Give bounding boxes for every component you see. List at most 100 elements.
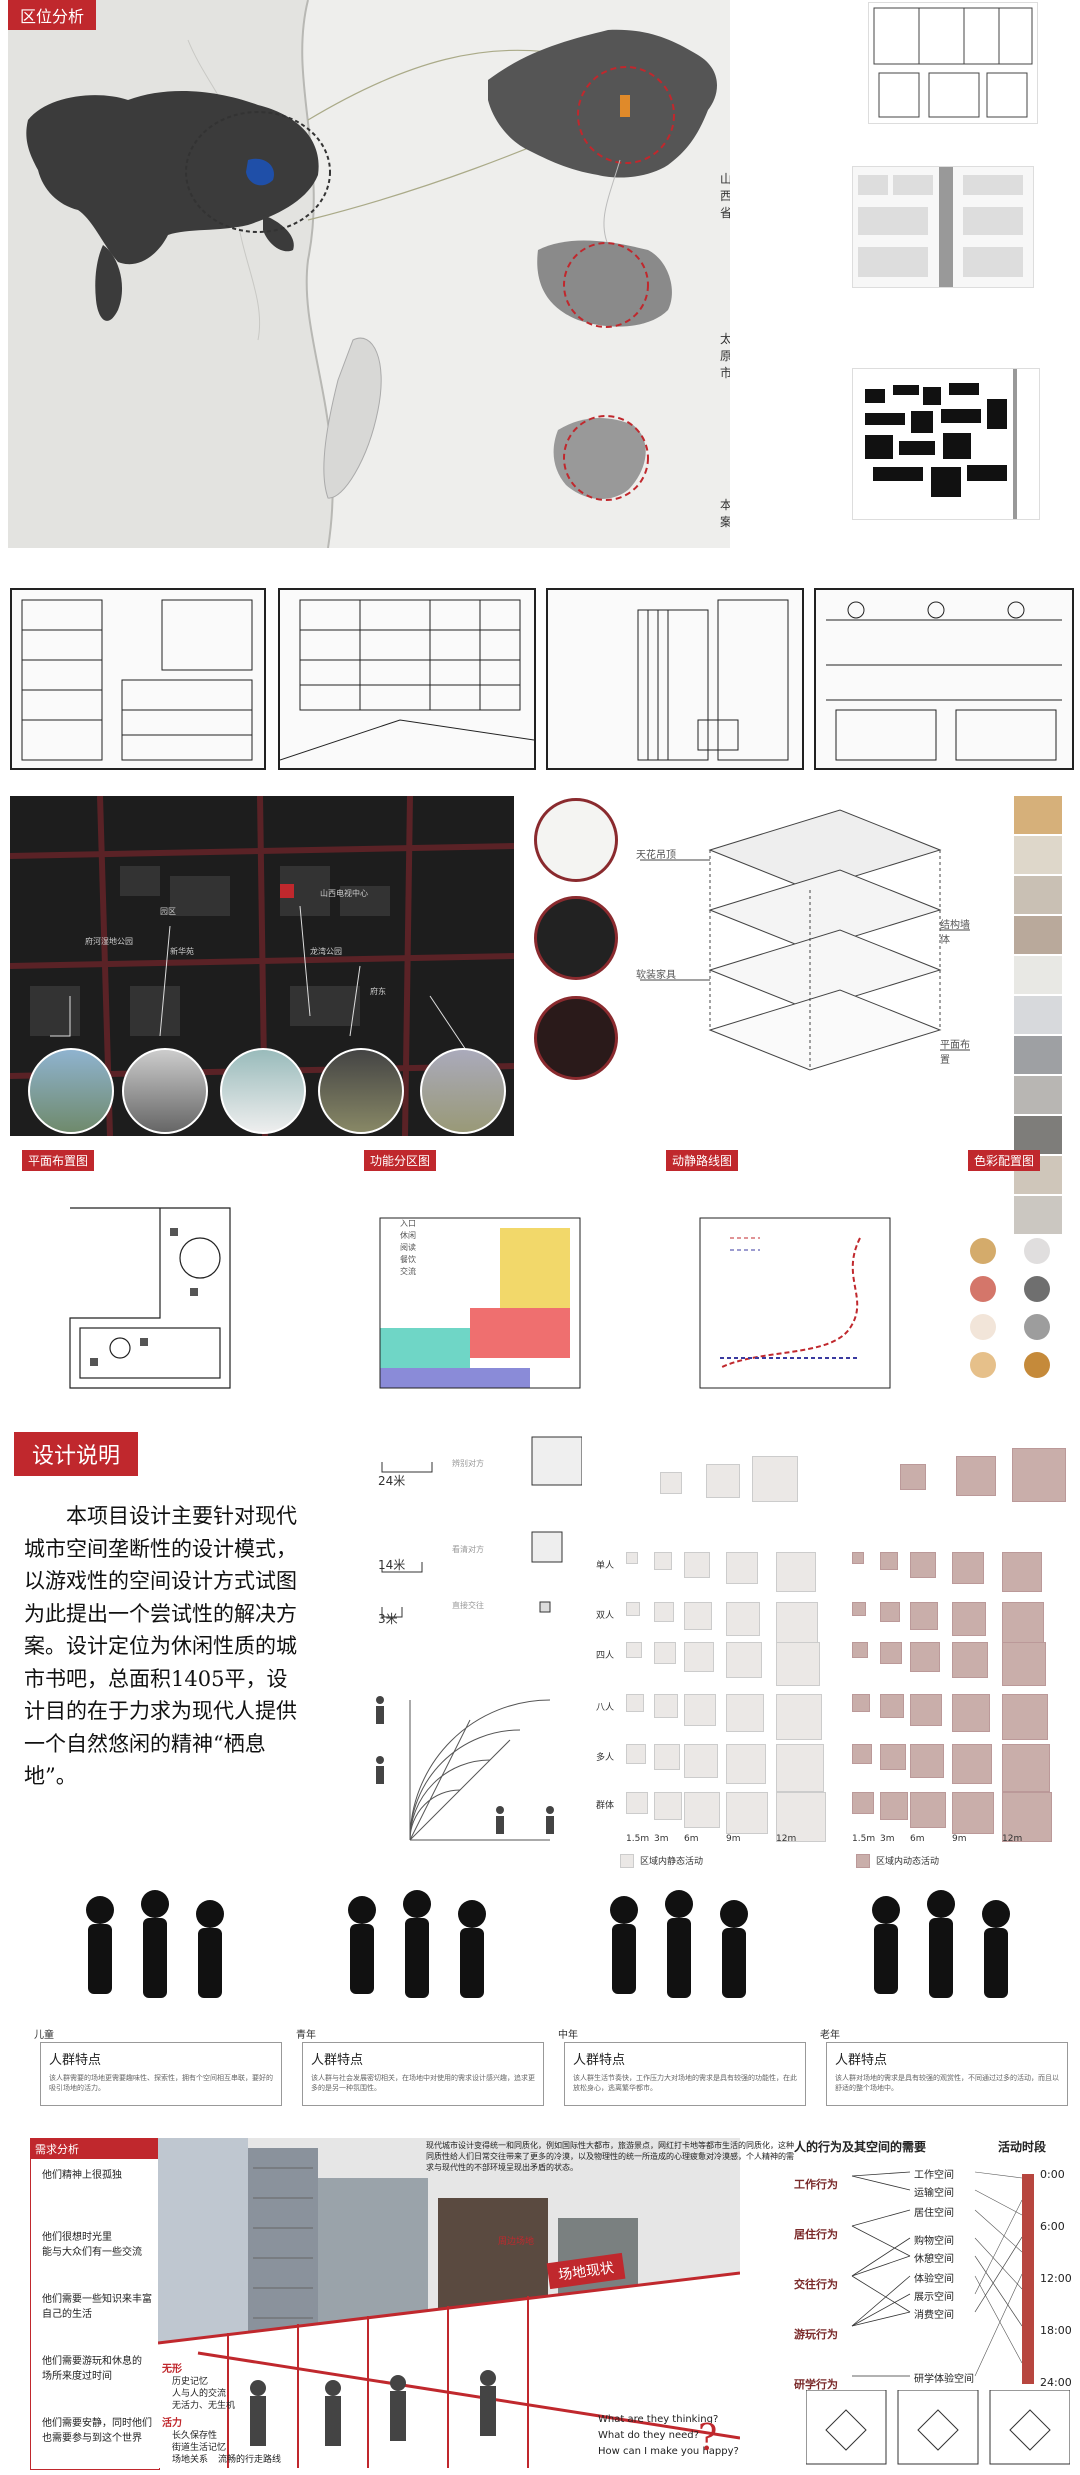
crowd-name: 青年 xyxy=(296,2030,316,2041)
behavior-label: 工作行为 xyxy=(794,2178,838,2191)
space-label: 研学体验空间 xyxy=(914,2374,974,2385)
crowd-card-desc: 该人群需要的场地更需要趣味性、探索性，拥有个空间相互串联，要好的吸引场地的活力。 xyxy=(49,2074,273,2092)
axon-ceiling: 天花吊顶 xyxy=(636,850,676,861)
axon-plan: 平面布置 xyxy=(940,1040,970,1066)
grid-cell-static xyxy=(654,1744,680,1770)
place-4: 龙湾公园 xyxy=(310,947,342,956)
crowd-card-title: 人群特点 xyxy=(311,2053,364,2068)
grid-cell-static xyxy=(684,1552,710,1578)
grid-cell-dynamic xyxy=(880,1642,902,1664)
figure-ground-3 xyxy=(852,368,1040,520)
space-label: 展示空间 xyxy=(914,2292,954,2303)
time-title: 活动时段 xyxy=(998,2140,1047,2154)
label-taiyuan: 太原市 xyxy=(720,332,730,380)
bottom-sketches xyxy=(805,2389,1071,2466)
grid-cell-dynamic xyxy=(900,1464,926,1490)
sketch-panel-2 xyxy=(278,588,536,770)
relation-line xyxy=(851,2255,911,2277)
crowd-card-title: 人群特点 xyxy=(573,2053,626,2068)
distance-14: 14米 xyxy=(378,1558,406,1572)
palette-dot xyxy=(970,1352,996,1378)
grid-cell-dynamic xyxy=(910,1552,936,1578)
grid-cell-dynamic xyxy=(880,1694,904,1718)
material-swatch xyxy=(1014,796,1062,834)
floor-plan xyxy=(20,1178,270,1398)
location-map xyxy=(8,0,730,548)
needs-tag: 需求分析 xyxy=(31,2139,159,2159)
grid-cell-static xyxy=(660,1472,682,1494)
absent-1: 人与人的交流 xyxy=(172,2389,227,2399)
crowd-card: 人群特点该人群对场地的需求是具有较强的观赏性，不同通过过多的活动，而且以舒适的整… xyxy=(826,2042,1068,2106)
grid-x-label: 3m xyxy=(654,1834,669,1844)
place-1: 园区 xyxy=(160,907,176,916)
relation-line xyxy=(851,2293,911,2327)
grid-cell-dynamic xyxy=(852,1694,870,1712)
crowd-card-desc: 该人群与社会发展密切相关，在场地中对使用的需求设计感兴趣，追求更多的是另一种氛围… xyxy=(311,2074,535,2092)
palette-dot xyxy=(1024,1238,1050,1264)
grid-cell-static xyxy=(752,1456,798,1502)
grid-cell-dynamic xyxy=(852,1744,872,1764)
grid-cell-static xyxy=(654,1552,672,1570)
material-swatch xyxy=(1014,876,1062,914)
tag-floor-plan: 平面布置图 xyxy=(22,1150,95,1171)
material-swatch xyxy=(1014,1116,1062,1154)
grid-x-label: 9m xyxy=(726,1834,741,1844)
crowd-silhouette xyxy=(60,1880,260,2034)
grid-x-label: 6m xyxy=(910,1834,925,1844)
need-item: 他们需要安静，同时他们 也需要参与到这个世界 xyxy=(42,2418,152,2444)
relation-title: 人的行为及其空间的需要 xyxy=(794,2140,927,2154)
question-mark: ? xyxy=(698,2418,718,2459)
distance-3: 3米 xyxy=(378,1612,398,1626)
zone-legend-2: 阅读 xyxy=(400,1243,416,1252)
absent-2: 无活力、无生机 xyxy=(172,2401,236,2411)
grid-cell-static xyxy=(654,1602,674,1622)
grid-cell-static xyxy=(706,1464,740,1498)
relation-line xyxy=(851,2171,911,2177)
question-1: What do they need? xyxy=(598,2430,699,2441)
relation-lines xyxy=(851,2171,1034,2384)
grid-cell-static xyxy=(726,1552,758,1584)
site-photo-4 xyxy=(318,1048,404,1134)
grid-cell-static xyxy=(654,1792,682,1820)
grid-x-label: 12m xyxy=(776,1834,797,1844)
absent-0: 历史记忆 xyxy=(172,2377,209,2387)
distance-diagram: 24米 14米 3米 辨别对方 看清对方 直接交往 xyxy=(372,1432,583,1632)
grid-cell-static xyxy=(776,1602,818,1644)
grid-cell-dynamic xyxy=(1002,1602,1044,1644)
vital-1: 街道生活记忆 xyxy=(172,2443,227,2453)
grid-x-label: 3m xyxy=(880,1834,895,1844)
material-swatch xyxy=(1014,996,1062,1034)
palette-dot xyxy=(1024,1314,1050,1340)
grid-x-label: 9m xyxy=(952,1834,967,1844)
grid-x-label: 1.5m xyxy=(852,1834,876,1844)
need-item: 他们很想时光里 能与大众们有一些交流 xyxy=(42,2232,142,2258)
absent-title: 无形 xyxy=(162,2364,182,2375)
palette-dot xyxy=(970,1238,996,1264)
behavior-label: 游玩行为 xyxy=(794,2328,838,2341)
figure-ground-2 xyxy=(852,166,1034,288)
shanxi-map xyxy=(537,240,672,327)
grid-cell-dynamic xyxy=(852,1552,864,1564)
grid-cell-dynamic xyxy=(1012,1448,1066,1502)
status-small: 周边场地 xyxy=(498,2237,535,2247)
grid-cell-static xyxy=(626,1642,642,1658)
grid-cell-dynamic xyxy=(910,1744,944,1778)
grid-cell-static xyxy=(726,1792,768,1834)
zoom-circle-3 xyxy=(534,996,618,1080)
axon-diagram: 天花吊顶 结构墙体 软装家具 平面布置 xyxy=(636,800,970,1100)
site-photo-2 xyxy=(122,1048,208,1134)
grid-x-label: 6m xyxy=(684,1834,699,1844)
grid-legend-swatch xyxy=(620,1854,634,1868)
location-section: 区位分析 山西省 太原市 本案 xyxy=(8,0,730,548)
grid-cell-dynamic xyxy=(952,1642,988,1678)
needs-panel: 需求分析 xyxy=(30,2138,160,2470)
zone-legend-4: 交流 xyxy=(400,1267,416,1276)
grid-row-label: 四人 xyxy=(596,1651,615,1661)
grid-cell-static xyxy=(684,1744,718,1778)
space-label: 购物空间 xyxy=(914,2236,954,2247)
circulation-plan xyxy=(660,1178,910,1398)
grid-cell-dynamic xyxy=(910,1642,940,1672)
grid-row-label: 多人 xyxy=(596,1753,615,1763)
time-line xyxy=(974,2209,1023,2253)
grid-cell-static xyxy=(654,1694,678,1718)
